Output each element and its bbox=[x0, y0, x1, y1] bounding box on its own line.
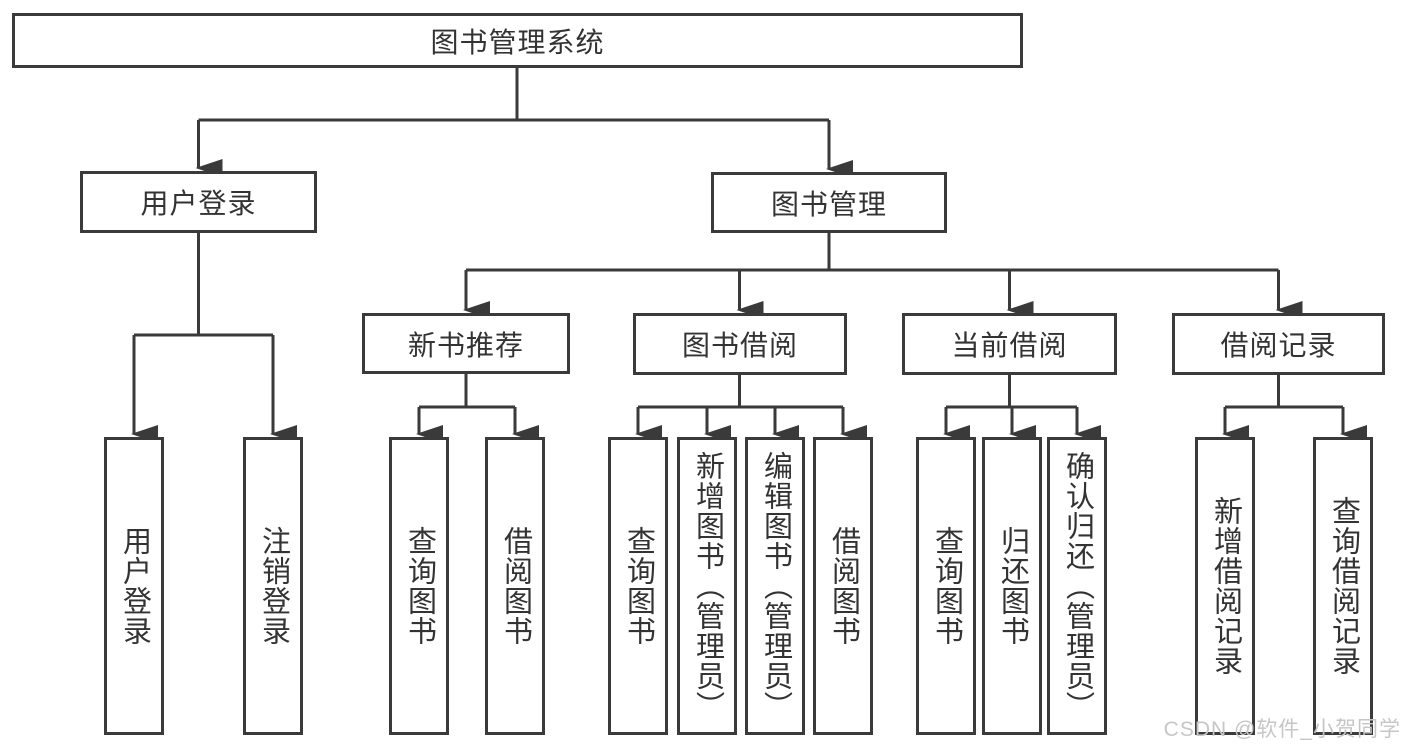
node-label: 归还图书 bbox=[996, 526, 1029, 646]
node-label: 查询借阅记录 bbox=[1327, 496, 1360, 676]
node-label: 新增图书（管理员） bbox=[691, 451, 724, 721]
node-label: 查询图书 bbox=[622, 526, 655, 646]
watermark: CSDN @软件_小贺同学 bbox=[1163, 718, 1401, 741]
leaf-cb-query-book: 查询图书 bbox=[916, 437, 976, 735]
leaf-nbr-borrow-book: 借阅图书 bbox=[485, 437, 545, 735]
leaf-bb-borrow-book: 借阅图书 bbox=[813, 437, 873, 735]
node-label: 用户登录 bbox=[140, 188, 257, 219]
leaf-logout: 注销登录 bbox=[243, 437, 303, 735]
node-label: 图书管理系统 bbox=[430, 26, 605, 58]
node-label: 查询图书 bbox=[930, 526, 963, 646]
node-label: 确认归还（管理员） bbox=[1061, 451, 1094, 721]
node-label: 图书管理 bbox=[770, 188, 887, 220]
leaf-br-add-record: 新增借阅记录 bbox=[1195, 437, 1255, 735]
leaf-cb-return-book: 归还图书 bbox=[982, 437, 1042, 735]
node-new-book-recommend: 新书推荐 bbox=[362, 313, 570, 374]
leaf-bb-edit-book-admin: 编辑图书（管理员） bbox=[745, 437, 805, 735]
node-book-management: 图书管理 bbox=[711, 172, 947, 233]
node-label: 查询图书 bbox=[403, 526, 436, 646]
node-label: 编辑图书（管理员） bbox=[759, 451, 792, 721]
node-borrow-record: 借阅记录 bbox=[1172, 313, 1385, 375]
leaf-bb-query-book: 查询图书 bbox=[608, 437, 668, 735]
node-current-borrow: 当前借阅 bbox=[902, 313, 1117, 375]
node-book-borrow: 图书借阅 bbox=[633, 313, 847, 375]
node-label: 借阅图书 bbox=[827, 526, 860, 646]
node-label: 新书推荐 bbox=[407, 329, 524, 361]
leaf-cb-confirm-return-admin: 确认归还（管理员） bbox=[1047, 437, 1107, 735]
leaf-user-login: 用户登录 bbox=[104, 437, 164, 735]
leaf-bb-add-book-admin: 新增图书（管理员） bbox=[677, 437, 737, 735]
node-label: 当前借阅 bbox=[951, 330, 1068, 361]
node-root: 图书管理系统 bbox=[12, 13, 1023, 68]
node-label: 借阅图书 bbox=[499, 526, 532, 646]
leaf-br-query-record: 查询借阅记录 bbox=[1313, 437, 1373, 735]
node-label: 图书借阅 bbox=[681, 330, 798, 361]
node-label: 借阅记录 bbox=[1220, 330, 1337, 361]
node-user-login: 用户登录 bbox=[80, 171, 317, 233]
node-label: 新增借阅记录 bbox=[1209, 496, 1242, 676]
leaf-nbr-query-book: 查询图书 bbox=[389, 437, 449, 735]
node-label: 用户登录 bbox=[118, 526, 151, 646]
node-label: 注销登录 bbox=[257, 526, 290, 646]
